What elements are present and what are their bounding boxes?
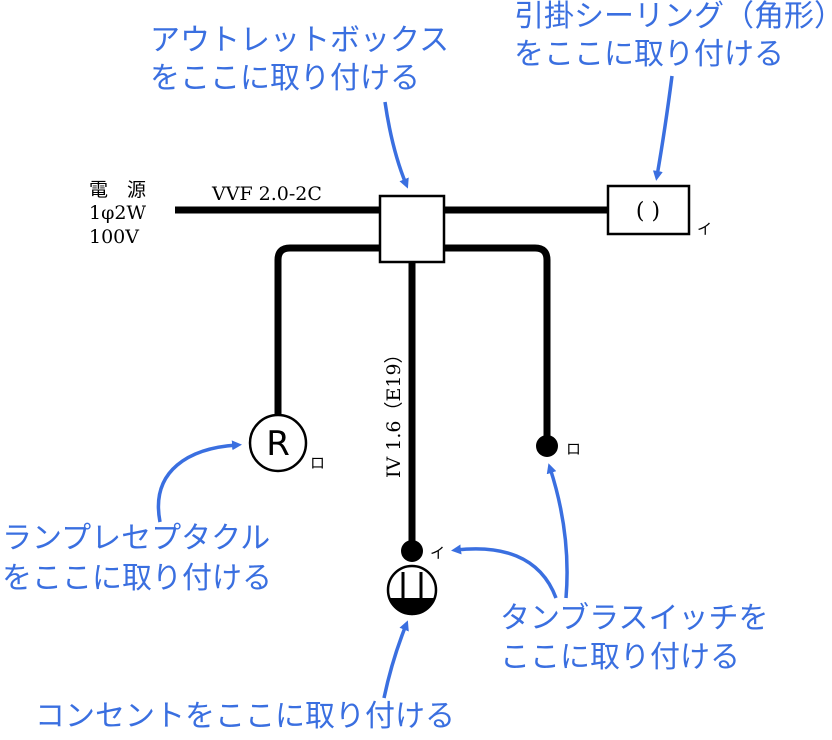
switch-ro-dot [536, 435, 558, 457]
power-voltage-label: 100V [89, 226, 139, 248]
receptacle-symbol [248, 413, 308, 473]
callout-receptacle-line1: ランプレセプタクル [2, 521, 270, 556]
receptacle-glyph: R [266, 424, 290, 464]
power-source-label: 電 源 [89, 179, 146, 201]
receptacle-mark: ロ [310, 454, 325, 472]
arrow-outlet-box [383, 101, 409, 189]
cable-main-label: VVF 2.0-2C [211, 183, 322, 205]
switch-ro-mark: ロ [566, 440, 581, 458]
hook-ceiling-mark: イ [697, 220, 712, 238]
arrow-switch-ro [546, 463, 569, 599]
arrow-receptacle [156, 440, 242, 523]
wire-to-receptacle [274, 244, 380, 418]
callout-switch-line1: タンブラスイッチを [500, 601, 769, 636]
hook-ceiling-glyph: ( ) [636, 199, 660, 224]
callout-ceiling-line2: をここに取り付ける [514, 37, 784, 72]
arrow-ceiling [652, 75, 674, 181]
outlet-box-symbol [378, 194, 446, 264]
callout-outlet-box-line2: をここに取り付ける [150, 61, 420, 96]
arrow-outlet [382, 620, 409, 699]
callout-outlet-line1: コンセントをここに取り付ける [35, 699, 455, 734]
callout-ceiling-line1: 引掛シーリング（角形） [514, 0, 832, 34]
arrow-switch-i [451, 544, 558, 599]
callout-receptacle-line2: をここに取り付ける [2, 561, 272, 596]
wire-to-switch-ro [444, 244, 551, 440]
switch-i-dot [401, 540, 423, 562]
callout-switch-line2: ここに取り付ける [500, 640, 740, 675]
switch-i-mark: イ [430, 544, 445, 562]
callout-outlet-box-line1: アウトレットボックス [150, 23, 449, 58]
cable-vertical-label: IV 1.6（E19） [383, 344, 405, 478]
power-phase-label: 1φ2W [89, 202, 146, 224]
outlet-symbol [386, 564, 438, 616]
hook-ceiling-symbol [606, 184, 691, 236]
